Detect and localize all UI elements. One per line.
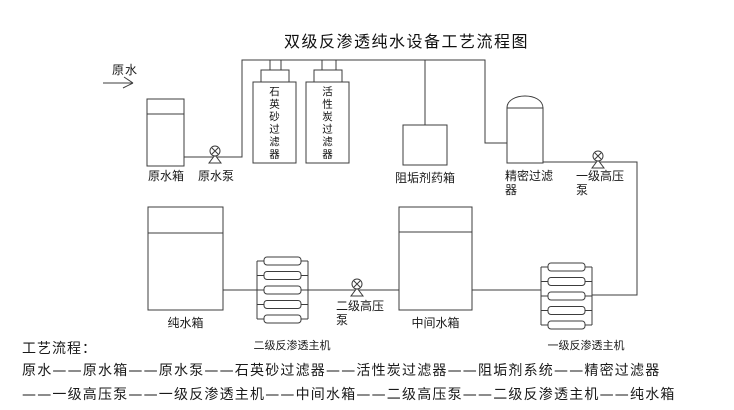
pure-water-tank-label: 纯水箱 bbox=[167, 316, 204, 330]
raw-water-pump-icon bbox=[208, 145, 222, 164]
intermediate-water-tank-shape bbox=[398, 206, 473, 311]
intermediate-water-tank-label: 中间水箱 bbox=[411, 316, 460, 330]
stage2-high-pressure-pump-icon bbox=[350, 278, 364, 297]
stage1-high-pressure-pump-icon bbox=[591, 150, 605, 169]
page-title: 双级反渗透纯水设备工艺流程图 bbox=[284, 32, 530, 51]
process-flow-heading: 工艺流程： bbox=[22, 341, 97, 357]
stage1-ro-unit-shape bbox=[540, 262, 593, 330]
stage2-ro-unit-shape bbox=[256, 256, 309, 324]
stage1-ro-unit-label: 一级反渗透主机 bbox=[547, 339, 625, 352]
raw-water-inlet-label: 原水 bbox=[112, 63, 139, 77]
precision-filter-label: 精密过滤器 bbox=[505, 169, 554, 197]
stage2-high-pressure-pump-label: 二级高压泵 bbox=[336, 299, 385, 327]
quartz-sand-filter-label: 石英砂过滤器 bbox=[268, 85, 280, 161]
pipe-filter-stubs bbox=[269, 60, 337, 70]
antiscalant-dosing-tank-label: 阻垢剂药箱 bbox=[394, 171, 455, 185]
stage2-ro-unit-label: 二级反渗透主机 bbox=[253, 339, 331, 352]
inlet-arrow-icon bbox=[103, 76, 134, 89]
pipe-feed-line bbox=[184, 59, 507, 158]
activated-carbon-filter-shape bbox=[305, 69, 350, 164]
antiscalant-dosing-tank-shape bbox=[402, 124, 448, 166]
process-flow-line-2: ——一级高压泵——一级反渗透主机——中间水箱——二级高压泵——二级反渗透主机——… bbox=[22, 387, 676, 403]
quartz-sand-filter-shape bbox=[252, 69, 297, 164]
raw-water-pump-label: 原水泵 bbox=[197, 169, 234, 183]
pure-water-tank-shape bbox=[147, 206, 224, 311]
stage1-high-pressure-pump-label: 一级高压泵 bbox=[576, 169, 625, 197]
precision-filter-shape bbox=[506, 95, 544, 164]
raw-water-tank-label: 原水箱 bbox=[147, 169, 184, 183]
activated-carbon-filter-label: 活性炭过滤器 bbox=[321, 85, 333, 161]
pipe-network bbox=[184, 59, 638, 296]
process-flow-line-1: 原水——原水箱——原水泵——石英砂过滤器——活性炭过滤器——阻垢剂系统——精密过… bbox=[22, 363, 661, 379]
pipe-stage1-line bbox=[543, 161, 638, 296]
raw-water-tank-shape bbox=[146, 98, 185, 167]
